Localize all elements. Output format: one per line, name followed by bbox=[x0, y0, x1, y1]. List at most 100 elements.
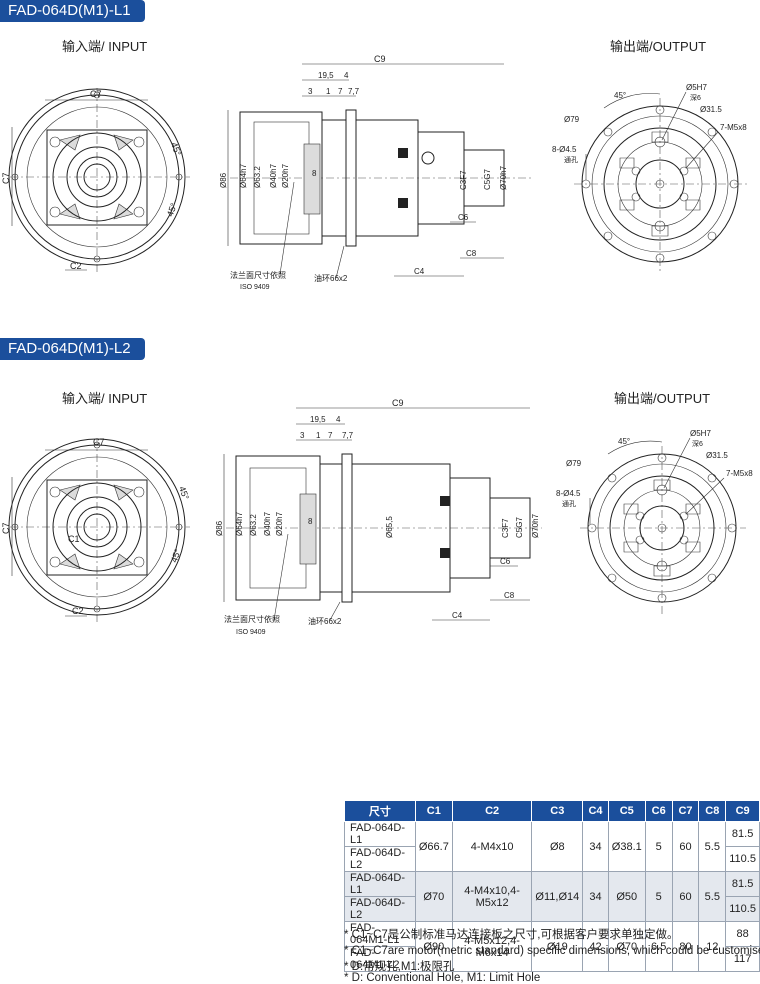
dim-c6: C6 bbox=[458, 213, 469, 222]
dimension-table: 尺寸 C1 C2 C3 C4 C5 C6 C7 C8 C9 FAD-064D-L… bbox=[344, 800, 760, 972]
note-en-hole-type: * D: Conventional Hole, M1: Limit Hole bbox=[344, 972, 541, 984]
dim-d63-2-l2: Ø63.2 bbox=[249, 514, 258, 536]
table-row: FAD-064D-L2 110.5 bbox=[344, 846, 760, 872]
c4-cell: 42 bbox=[582, 921, 609, 972]
c3-cell: Ø8 bbox=[531, 821, 584, 872]
dim-8: 8 bbox=[312, 169, 317, 178]
dim-4: 4 bbox=[344, 71, 349, 80]
output-holes-8-d4-5-l2: 8-Ø4.5 bbox=[556, 489, 581, 498]
dim-c6-l2: C6 bbox=[500, 557, 511, 566]
table-header: C3 bbox=[531, 800, 584, 822]
c4-cell: 34 bbox=[582, 871, 609, 922]
c9-cell: 88 bbox=[725, 921, 760, 947]
c8-cell: 5.5 bbox=[698, 821, 727, 872]
dim-c4: C4 bbox=[414, 267, 425, 276]
oil-ring-note: 油环66x2 bbox=[314, 273, 348, 283]
model-cell: FAD-064D-L2 bbox=[344, 896, 416, 922]
c9-cell: 81.5 bbox=[725, 821, 760, 847]
table-row: FAD-064M1-L2 117 bbox=[344, 946, 760, 972]
flange-iso-note-l2: ISO 9409 bbox=[236, 629, 266, 636]
dim-c3: C3F7 bbox=[459, 170, 468, 190]
dim-c5: C5G7 bbox=[483, 169, 492, 190]
output-through-hole-l2: 通孔 bbox=[562, 499, 576, 508]
input-end-view-l1: C7 C7 C2 45° 45° bbox=[1, 88, 190, 272]
dim-d64-l2: Ø64h7 bbox=[235, 511, 244, 536]
c6-cell: 5 bbox=[644, 871, 673, 922]
c2-cell: 4-M4x10,4-M5x12 bbox=[451, 871, 533, 922]
input-view-label: 输入端/ INPUT bbox=[62, 39, 148, 54]
c9-cell: 110.5 bbox=[725, 846, 760, 872]
dim-7-l2: 7 bbox=[328, 431, 333, 440]
output-depth-6-l2: 深6 bbox=[692, 439, 703, 448]
input-dim-c7-side-l2: C7 bbox=[1, 522, 11, 534]
dim-c8-l2: C8 bbox=[504, 591, 515, 600]
output-dim-d79: Ø79 bbox=[564, 115, 580, 124]
dim-d70: Ø70h7 bbox=[499, 165, 508, 190]
dim-d63-2: Ø63.2 bbox=[253, 166, 262, 188]
note-cn-dimensions: * C1~C7是公制标准马达连接板之尺寸,可根据客户要求单独定做。 bbox=[344, 929, 679, 941]
dim-19-5-l2: 19,5 bbox=[310, 415, 326, 424]
dim-3-l2: 3 bbox=[300, 431, 305, 440]
output-view-label-l2: 输出端/OUTPUT bbox=[614, 391, 711, 406]
dim-d40-l2: Ø40h7 bbox=[263, 511, 272, 536]
side-section-view-l2: C9 19,5 4 3 1 7 7,7 Ø86 Ø64h7 Ø63.2 Ø40h… bbox=[215, 398, 542, 636]
output-through-hole: 通孔 bbox=[564, 155, 578, 164]
c1-cell: Ø70 bbox=[414, 871, 453, 922]
c3-cell: Ø19 bbox=[531, 921, 584, 972]
table-header: C9 bbox=[725, 800, 760, 822]
dim-c8: C8 bbox=[466, 249, 477, 258]
dim-7-7: 7,7 bbox=[348, 87, 360, 96]
dim-19-5: 19,5 bbox=[318, 71, 334, 80]
dim-d64: Ø64h7 bbox=[239, 163, 248, 188]
c9-cell: 81.5 bbox=[725, 871, 760, 897]
table-header: C8 bbox=[698, 800, 727, 822]
model-cell: FAD-064D-L1 bbox=[344, 821, 416, 847]
output-depth-6: 深6 bbox=[690, 93, 701, 102]
input-dim-c7-top: C7 bbox=[90, 89, 102, 99]
dim-d86: Ø86 bbox=[219, 172, 228, 188]
c5-cell: Ø50 bbox=[607, 871, 646, 922]
dim-d65-5-l2: Ø65,5 bbox=[385, 516, 394, 538]
dim-d40: Ø40h7 bbox=[269, 163, 278, 188]
c8-cell: 12 bbox=[698, 921, 727, 972]
dim-c4-l2: C4 bbox=[452, 611, 463, 620]
model-cell: FAD-064M1-L2 bbox=[344, 946, 416, 972]
input-angle-45-bottom: 45° bbox=[165, 201, 179, 218]
c7-cell: 80 bbox=[671, 921, 700, 972]
c7-cell: 60 bbox=[671, 871, 700, 922]
table-row: FAD-064D-L2 110.5 bbox=[344, 896, 760, 922]
flange-standard-note: 法兰面尺寸依照 bbox=[230, 270, 286, 280]
flange-iso-note: ISO 9409 bbox=[240, 284, 270, 291]
c1-cell: Ø90 bbox=[414, 921, 453, 972]
note-cn-hole-type: * D:常规孔,M1:极限孔 bbox=[344, 961, 455, 973]
c9-cell: 110.5 bbox=[725, 896, 760, 922]
output-end-view-l2: 45° Ø5H7 深6 Ø31.5 7-M5x8 Ø79 8-Ø4.5 通孔 bbox=[556, 429, 753, 616]
output-angle-45: 45° bbox=[614, 91, 626, 100]
output-dim-d31-5: Ø31.5 bbox=[700, 105, 722, 114]
dim-c3-l2: C3F7 bbox=[501, 518, 510, 538]
dim-c9: C9 bbox=[374, 54, 386, 64]
dim-7: 7 bbox=[338, 87, 343, 96]
dim-d20: Ø20h7 bbox=[281, 163, 290, 188]
table-header: C4 bbox=[582, 800, 609, 822]
output-end-view-l1: 45° Ø5H7 深6 Ø31.5 7-M5x8 Ø79 8-Ø4.5 通孔 bbox=[552, 83, 748, 273]
table-row: FAD-064D-L1 Ø70 4-M4x10,4-M5x12 Ø11,Ø14 … bbox=[344, 871, 760, 922]
input-dim-c1-l2: C1 bbox=[68, 534, 80, 544]
oil-ring-note-l2: 油环66x2 bbox=[308, 616, 342, 626]
c5-cell: Ø70 bbox=[607, 921, 646, 972]
model-cell: FAD-064D-L2 bbox=[344, 846, 416, 872]
c6-cell: 6.5 bbox=[644, 921, 673, 972]
output-dim-d5h7: Ø5H7 bbox=[686, 83, 707, 92]
dim-d70-l2: Ø70h7 bbox=[531, 513, 540, 538]
input-dim-c7-side: C7 bbox=[1, 172, 11, 184]
dim-d86-l2: Ø86 bbox=[215, 520, 224, 536]
table-row: FAD-064M1-L1 Ø90 4-M5x12,4-M6x14 Ø19 42 … bbox=[344, 921, 760, 972]
input-end-view-l2: C7 C7 C1 C2 45° 45° bbox=[1, 437, 191, 622]
dim-c5-l2: C5G7 bbox=[515, 517, 524, 538]
output-thread-7-m5x8: 7-M5x8 bbox=[720, 123, 747, 132]
table-header: C2 bbox=[451, 800, 533, 822]
dim-1: 1 bbox=[326, 87, 331, 96]
output-holes-8-d4-5: 8-Ø4.5 bbox=[552, 145, 577, 154]
c5-cell: Ø38.1 bbox=[607, 821, 646, 872]
dim-8-l2: 8 bbox=[308, 517, 313, 526]
